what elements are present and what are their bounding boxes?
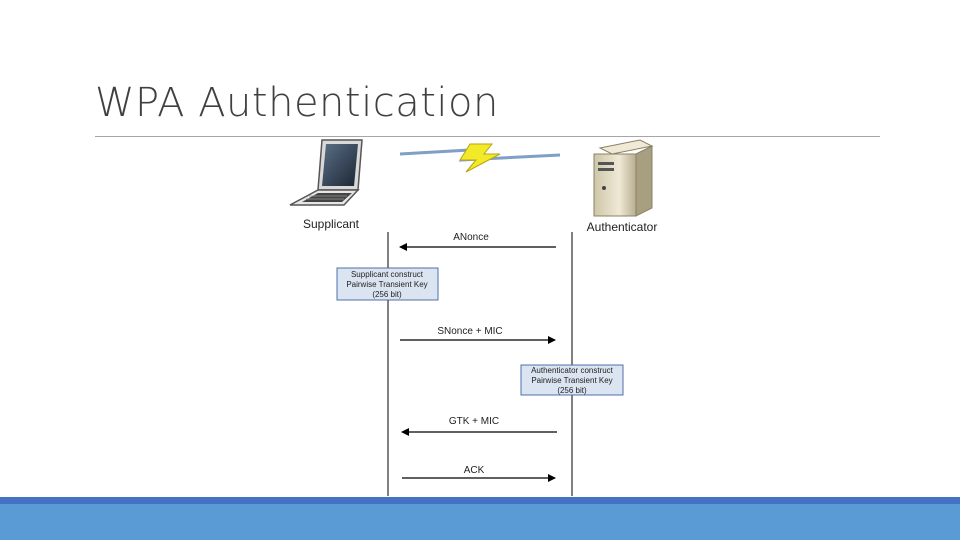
- message-label-anonce: ANonce: [453, 232, 489, 243]
- title-divider: [95, 136, 880, 137]
- svg-text:Pairwise Transient Key: Pairwise Transient Key: [346, 280, 427, 289]
- svg-text:Pairwise Transient Key: Pairwise Transient Key: [531, 376, 612, 385]
- footer-accent-line: [0, 497, 960, 504]
- svg-text:(256 bit): (256 bit): [372, 290, 402, 299]
- supplicant-label: Supplicant: [303, 217, 360, 231]
- laptop-icon: [289, 139, 363, 206]
- authenticator-label: Authenticator: [587, 220, 658, 234]
- svg-text:Supplicant construct: Supplicant construct: [351, 270, 424, 279]
- svg-text:Authenticator construct: Authenticator construct: [531, 366, 614, 375]
- supplicant-ptk-note: Supplicant construct Pairwise Transient …: [336, 267, 439, 301]
- slide-title: WPA Authentication: [95, 80, 499, 126]
- message-label-gtk-mic: GTK + MIC: [449, 416, 499, 427]
- server-icon: [593, 139, 654, 217]
- footer-bar: [0, 497, 960, 540]
- svg-text:(256 bit): (256 bit): [557, 386, 587, 395]
- authenticator-ptk-note: Authenticator construct Pairwise Transie…: [520, 364, 624, 396]
- message-label-snonce-mic: SNonce + MIC: [437, 326, 502, 337]
- lightning-icon: [399, 143, 561, 173]
- message-label-ack: ACK: [464, 465, 485, 476]
